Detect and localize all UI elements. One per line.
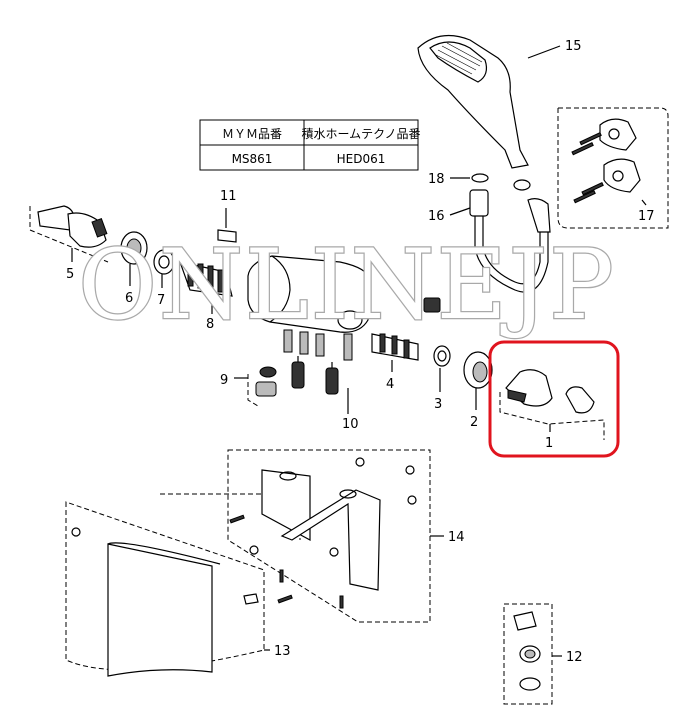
part-5-handle: 5 [29, 205, 109, 282]
watermark-text: ONLINEJP [78, 229, 616, 341]
part-2-ring: 2 [463, 351, 493, 430]
highlight-box [488, 340, 620, 458]
callout-17: 17 [638, 209, 655, 224]
part-12-fittings-set: 12 [503, 603, 583, 705]
part-number-table: ＭＹＭ品番 積水ホームテクノ品番 MS861 HED061 [199, 119, 421, 171]
part-16-hose: 16 [428, 189, 551, 293]
callout-16: 16 [428, 209, 445, 224]
hose-connector-fitting [423, 297, 441, 313]
callout-1: 1 [545, 436, 553, 451]
part-3-nut: 3 [433, 345, 451, 412]
table-header-sekisui: 積水ホームテクノ品番 [302, 126, 421, 141]
table-header-mym: ＭＹＭ品番 [222, 127, 282, 141]
callout-3: 3 [434, 397, 442, 412]
callout-2: 2 [470, 415, 478, 430]
table-value-mym: MS861 [232, 152, 273, 166]
callout-12: 12 [566, 650, 583, 665]
callout-15: 15 [565, 39, 582, 54]
callout-8: 8 [206, 317, 214, 332]
callout-13: 13 [274, 644, 291, 659]
part-17-bracket-set: 17 [557, 107, 669, 229]
part-8-cartridge: 8 [179, 261, 233, 332]
part-7-nut: 7 [153, 249, 175, 308]
callout-4: 4 [386, 377, 394, 392]
part-18-washer: 18 [428, 172, 489, 187]
callout-7: 7 [157, 293, 165, 308]
part-6-ring: 6 [120, 231, 148, 306]
part-1-handle-highlighted: 1 [488, 340, 620, 458]
callout-5: 5 [66, 267, 74, 282]
callout-10: 10 [342, 417, 359, 432]
part-9-filter: 9 [220, 366, 277, 407]
part-13-cover: 13 [65, 501, 291, 677]
callout-14: 14 [448, 530, 465, 545]
part-15-shower-head: 15 [417, 34, 582, 191]
callout-6: 6 [125, 291, 133, 306]
callout-11: 11 [220, 189, 237, 204]
part-4-cartridge: 4 [371, 333, 419, 392]
callout-9: 9 [220, 373, 228, 388]
part-14-mounting-bracket: 14 [160, 449, 465, 623]
mixer-valve-body [247, 255, 371, 361]
part-11-fitting: 11 [217, 189, 237, 243]
table-value-sekisui: HED061 [337, 152, 386, 166]
callout-18: 18 [428, 172, 445, 187]
part-10-check-valves: 10 [291, 356, 359, 432]
